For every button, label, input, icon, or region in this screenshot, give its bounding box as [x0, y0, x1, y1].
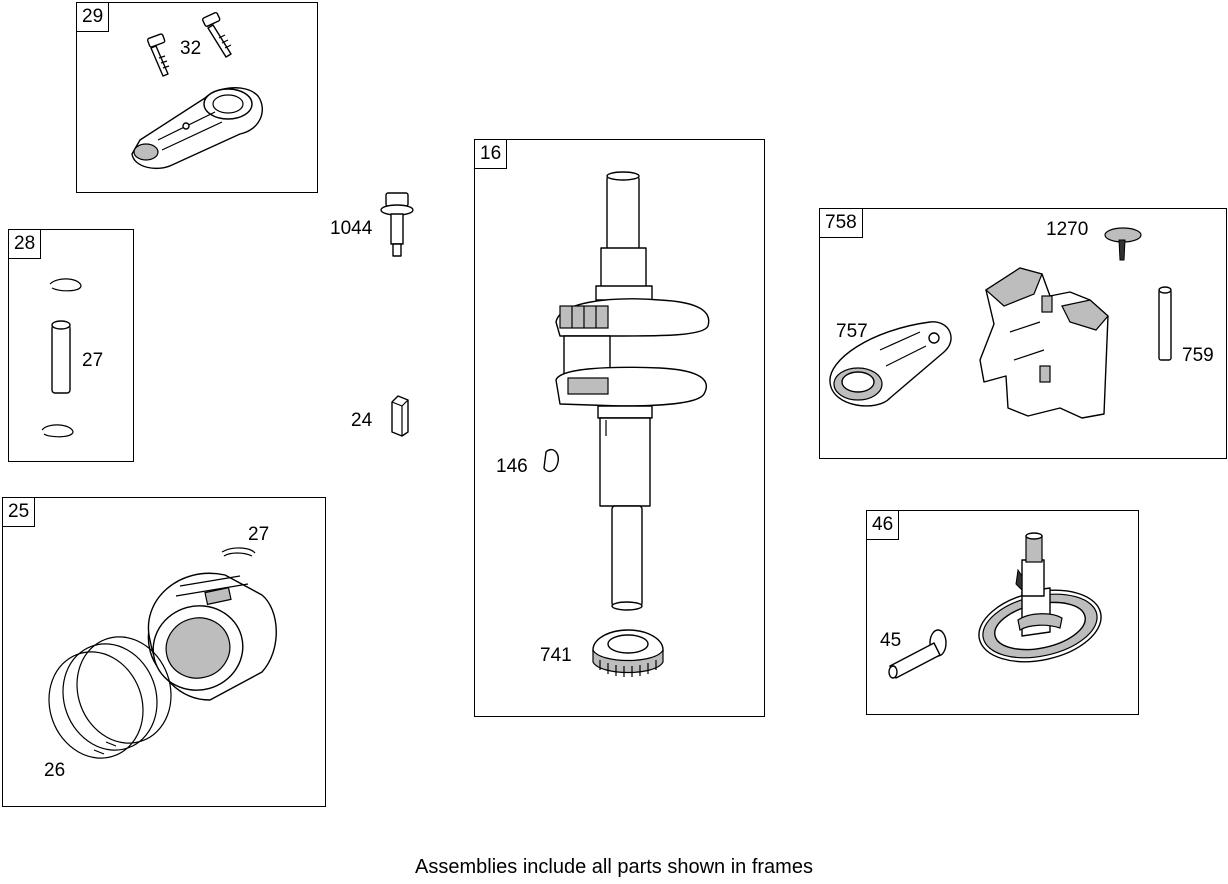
callout-32: 32: [180, 38, 202, 59]
frame-number-tag: 25: [2, 497, 36, 527]
callout-146: 146: [496, 456, 528, 477]
frame-number-tag: 29: [76, 2, 110, 32]
tappet-icon: [888, 629, 947, 679]
callout-26: 26: [44, 760, 66, 781]
flange-bolt-icon: [380, 192, 414, 257]
frame-number-tag: 46: [866, 510, 900, 540]
assembly-footnote: Assemblies include all parts shown in fr…: [415, 856, 813, 878]
bolt-icon: [202, 11, 232, 58]
woodruff-key-icon: [543, 448, 560, 473]
callout-24: 24: [351, 410, 373, 431]
frame-29: 29: [76, 2, 318, 193]
callout-27: 27: [82, 350, 104, 371]
callout-1270: 1270: [1046, 219, 1089, 240]
piston-ring-icon: [221, 547, 256, 557]
housing-icon: [979, 267, 1109, 419]
timing-gear-icon: [592, 629, 664, 677]
crankshaft-icon: [555, 171, 710, 611]
camshaft-gear-icon: [978, 532, 1102, 663]
circlip-icon: [49, 278, 82, 292]
callout-741: 741: [540, 645, 572, 666]
piston-pin-icon: [51, 320, 71, 394]
frame-number-tag: 28: [8, 229, 42, 259]
frame-number-tag: 758: [819, 208, 863, 238]
callout-45: 45: [880, 630, 902, 651]
frame-28: 28: [8, 229, 134, 462]
frame-number-tag: 16: [474, 139, 508, 169]
shaft-pin-icon: [1158, 286, 1172, 361]
callout-1044: 1044: [330, 218, 373, 239]
callout-27: 27: [248, 524, 270, 545]
pin-head-icon: [1104, 227, 1142, 261]
circlip-icon: [41, 424, 74, 438]
bolt-icon: [146, 33, 170, 77]
piston-icon: [147, 572, 277, 701]
callout-759: 759: [1182, 345, 1214, 366]
square-key-icon: [391, 395, 409, 437]
bracket-icon: [829, 321, 952, 407]
callout-757: 757: [836, 321, 868, 342]
connecting-rod-icon: [131, 87, 263, 169]
piston-rings-icon: [48, 636, 172, 759]
